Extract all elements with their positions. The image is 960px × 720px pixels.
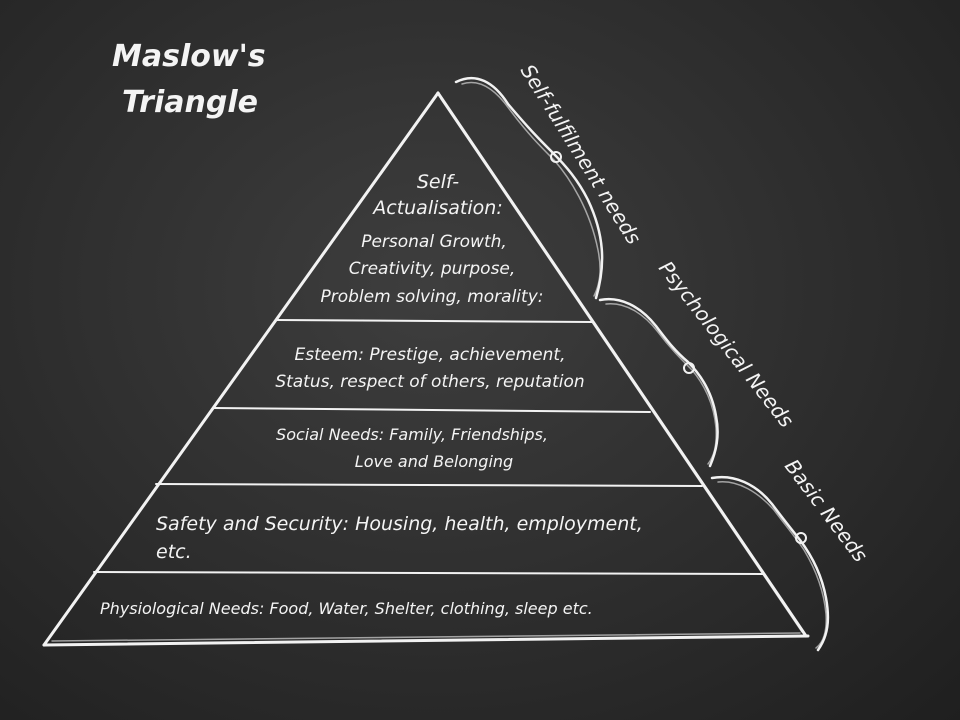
brace-knot-3: [795, 532, 807, 544]
brace-psychological: [598, 297, 719, 468]
physiological-line-1: Physiological Needs: Food, Water, Shelte…: [100, 599, 593, 618]
social-line-1: Social Needs: Family, Friendships,: [276, 425, 548, 444]
label-psychological-needs: Psychological Needs: [654, 256, 799, 432]
brace-self-fulfilment: [454, 76, 604, 300]
esteem-line-2: Status, respect of others, reputation: [275, 372, 584, 392]
divider-2: [213, 407, 651, 413]
self-actualisation-heading-1: Self-: [417, 171, 459, 193]
tier-safety: Safety and Security: Housing, health, em…: [156, 513, 643, 563]
brace-knot-2: [683, 362, 695, 374]
tier-self-actualisation: Self- Actualisation: Personal Growth, Cr…: [321, 171, 544, 307]
divider-4: [93, 571, 765, 575]
tier-esteem: Esteem: Prestige, achievement, Status, r…: [275, 345, 584, 392]
divider-3: [155, 483, 703, 487]
pyramid-outline: [42, 91, 810, 647]
tier-dividers: [93, 319, 765, 575]
self-actualisation-heading-2: Actualisation:: [371, 197, 502, 219]
safety-line-2: etc.: [156, 541, 192, 563]
title-line-1: Maslow's: [112, 39, 266, 74]
self-actualisation-body-1: Personal Growth,: [361, 232, 507, 252]
label-self-fulfilment-needs: Self-fulfilment needs: [516, 60, 646, 249]
divider-1: [275, 319, 593, 323]
brace-basic: [710, 475, 830, 652]
esteem-line-1: Esteem: Prestige, achievement,: [295, 345, 566, 365]
safety-line-1: Safety and Security: Housing, health, em…: [156, 513, 643, 535]
self-actualisation-body-2: Creativity, purpose,: [349, 259, 516, 279]
tier-physiological: Physiological Needs: Food, Water, Shelte…: [100, 599, 593, 618]
social-line-2: Love and Belonging: [355, 452, 513, 471]
title-line-2: Triangle: [122, 85, 258, 120]
brace-knot-1: [550, 151, 562, 163]
self-actualisation-body-3: Problem solving, morality:: [321, 287, 544, 307]
tier-social: Social Needs: Family, Friendships, Love …: [276, 425, 548, 471]
label-basic-needs: Basic Needs: [780, 455, 873, 567]
